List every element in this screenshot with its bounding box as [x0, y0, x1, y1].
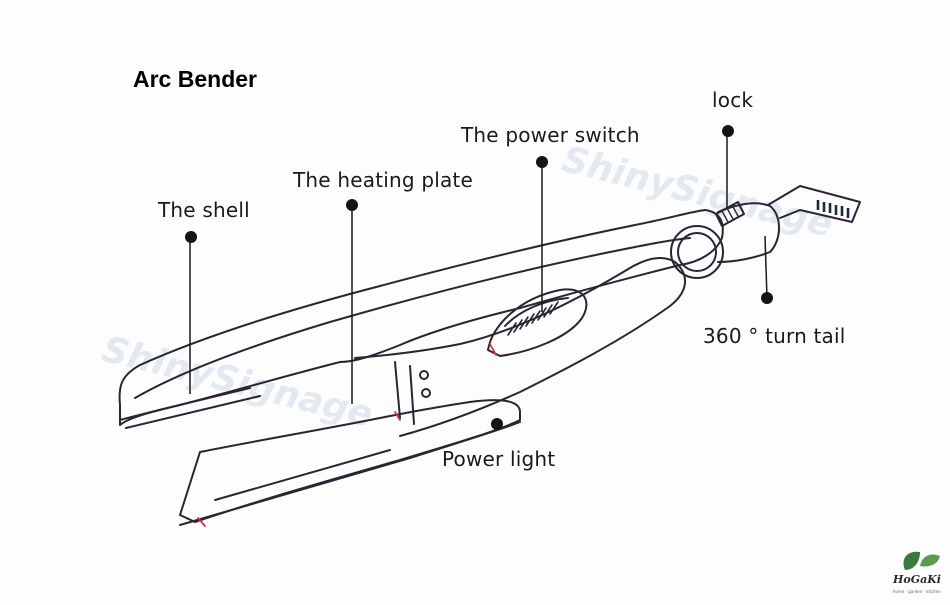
vent-hole: [419, 370, 429, 380]
callout-dot-shell: [185, 231, 197, 243]
label-lock: lock: [712, 88, 754, 112]
callout-dot-heating-plate: [346, 199, 358, 211]
vent-hole: [421, 388, 431, 398]
brand-logo: HoGaKi: [893, 573, 941, 586]
red-accent-plate: [394, 411, 401, 421]
hinge-inner: [677, 232, 717, 272]
label-power-light: Power light: [442, 447, 556, 471]
lock-collar: [715, 201, 745, 227]
callout-dot-lock: [722, 125, 734, 137]
power-light-indicator: [489, 343, 497, 356]
hinge-outer: [670, 225, 724, 279]
plate-joint: [394, 361, 415, 425]
switch-slot: [504, 297, 569, 327]
label-heating-plate: The heating plate: [293, 168, 473, 192]
upper-arm-inner-edge: [134, 237, 691, 399]
callout-dot-power-switch: [536, 156, 548, 168]
tail-body: [717, 202, 780, 263]
watermark-left: ShinySignage: [98, 329, 377, 436]
power-switch-ridges: [507, 301, 559, 336]
callout-dot-turn-tail: [761, 292, 773, 304]
heating-plate-inner: [214, 449, 391, 501]
leader-turn-tail: [764, 235, 768, 299]
callout-dot-power-light: [491, 418, 503, 430]
watermark-right: ShinySignage: [558, 139, 837, 246]
collar-ridges: [721, 204, 739, 223]
brand-tagline: home · garden · kitchen: [893, 589, 941, 594]
lower-arm-outline: [354, 257, 686, 437]
upper-arm-lip: [119, 387, 261, 429]
label-shell: The shell: [158, 198, 250, 222]
label-power-switch: The power switch: [461, 123, 640, 147]
red-accent-tip: [197, 517, 206, 527]
switch-housing: [487, 288, 588, 357]
heating-plate-edge: [179, 421, 521, 526]
cord-grip-teeth: [816, 200, 850, 218]
brand-leaf-icon: [903, 551, 940, 570]
upper-arm-outline: [118, 209, 724, 426]
power-cord: [767, 185, 861, 223]
label-turn-tail: 360 ° turn tail: [703, 324, 846, 348]
diagram-title: Arc Bender: [133, 66, 257, 92]
heating-plate-outline: [179, 399, 521, 523]
